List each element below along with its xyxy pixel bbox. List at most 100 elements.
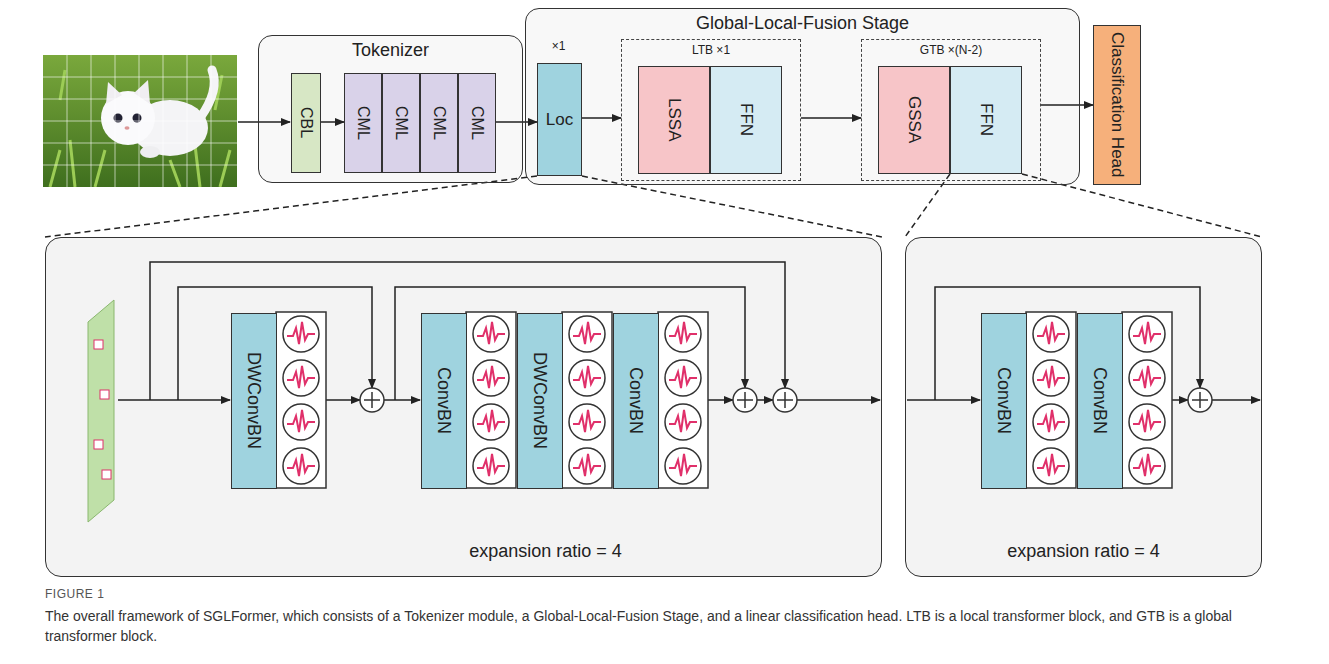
conv-block: DWConvBN — [231, 313, 277, 489]
activation-column-part — [1129, 360, 1165, 396]
conv-block: ConvBN — [421, 313, 467, 489]
block-label: DWConvBN — [244, 352, 265, 449]
cml-block: CML — [382, 73, 420, 173]
activation-column-part — [1129, 404, 1165, 440]
group-title: expansion ratio = 4 — [469, 541, 622, 562]
activation-column-part — [473, 404, 509, 440]
block-label: ConvBN — [434, 367, 455, 434]
feature-map-part — [94, 440, 103, 449]
add-symbol-part — [737, 392, 753, 408]
block-label: CML — [392, 106, 410, 140]
caption-holder: The overall framework of SGLFormer, whic… — [45, 606, 1285, 646]
block-label: DWConvBN — [530, 352, 551, 449]
ffn-block: FFN — [950, 66, 1022, 174]
activation-column-part — [473, 448, 509, 484]
activation-column-part — [665, 316, 701, 352]
flow-arrow — [582, 117, 621, 119]
block-wiring-part — [1172, 399, 1188, 401]
flow-arrow — [1041, 104, 1093, 106]
input-arrow — [238, 121, 290, 123]
block-wiring-part — [326, 399, 360, 401]
add-symbol-part — [360, 388, 384, 412]
flow-arrow — [321, 121, 344, 123]
activation-column-part — [1122, 312, 1172, 488]
group-title: Global-Local-Fusion Stage — [696, 13, 909, 34]
kitten-photo-part — [106, 80, 150, 104]
block-label: Loc — [546, 110, 573, 130]
activation-column-part — [276, 312, 326, 488]
local-transformer-block: LTB ×1 LSSAFFN — [621, 39, 801, 181]
activation-column-part — [473, 316, 509, 352]
flow-arrow — [496, 121, 537, 123]
activation-column-part — [1033, 316, 1069, 352]
block-label: ConvBN — [994, 367, 1015, 434]
conv-block: ConvBN — [981, 313, 1027, 489]
panel-fill — [905, 237, 1262, 577]
activation-column-part — [569, 360, 605, 396]
conv-block: DWConvBN — [517, 313, 563, 489]
cml-block: CML — [420, 73, 458, 173]
block-wiring-part — [384, 399, 420, 401]
block-label: ConvBN — [626, 367, 647, 434]
conv-block: ConvBN — [1077, 313, 1123, 489]
feature-map — [88, 300, 114, 522]
conv-block: ConvBN — [613, 313, 659, 489]
block-wiring-part — [118, 399, 230, 401]
figure-caption: The overall framework of SGLFormer, whic… — [45, 606, 1285, 646]
block-label: CML — [354, 106, 372, 140]
block-label: CML — [430, 106, 448, 140]
block-label: FFN — [976, 103, 996, 136]
group-title: Tokenizer — [352, 40, 429, 61]
module-fill — [258, 35, 523, 183]
block-label: CML — [468, 106, 486, 140]
activation-column-part — [562, 312, 612, 488]
kitten-photo-part — [125, 126, 130, 130]
activation-column-part — [1033, 448, 1069, 484]
add-symbol-part — [733, 388, 757, 412]
figure-number: FIGURE 1 — [45, 588, 345, 602]
tokenizer-module: TokenizerCBL CML CML CML CML — [258, 35, 523, 183]
kitten-photo — [43, 55, 237, 187]
activation-column-part — [283, 316, 319, 352]
group-title: LTB ×1 — [692, 44, 730, 58]
flow-arrow — [801, 117, 861, 119]
classification-head: Classification Head — [1093, 25, 1141, 185]
zoom-line — [905, 174, 1262, 237]
kitten-photo-part — [140, 146, 160, 158]
add-symbol-part — [364, 392, 380, 408]
group-title: expansion ratio = 4 — [1007, 541, 1160, 562]
cml-block: CML — [344, 73, 382, 173]
cml-block: CML — [458, 73, 496, 173]
activation-column-part — [658, 312, 708, 488]
activation-column-part — [665, 448, 701, 484]
activation-column-part — [1033, 360, 1069, 396]
block-label: GSSA — [904, 96, 924, 143]
global-transformer-block: GTB ×(N-2)GSSAFFN — [861, 39, 1041, 181]
kitten-photo-part — [43, 55, 237, 187]
activation-column-part — [569, 448, 605, 484]
block-label: Classification Head — [1107, 32, 1127, 178]
activation-column-part — [1026, 312, 1076, 488]
block-label: CBL — [297, 107, 315, 138]
activation-column-part — [665, 360, 701, 396]
repeat-count: ×1 — [536, 40, 581, 54]
add-symbol-part — [777, 392, 793, 408]
activation-column-part — [569, 404, 605, 440]
ffn-block: FFN — [710, 66, 782, 174]
activation-column-part — [1033, 404, 1069, 440]
kitten-photo-part — [50, 70, 230, 187]
cbl-block: CBL — [291, 73, 321, 173]
add-symbol-part — [1188, 388, 1212, 412]
attention-block: GSSA — [878, 66, 950, 174]
activation-column-part — [1129, 316, 1165, 352]
activation-column-part — [473, 360, 509, 396]
add-symbol-part — [1192, 392, 1208, 408]
fusion-stage: Global-Local-Fusion StageLocLTB ×1LSSAFF… — [525, 8, 1080, 185]
block-wiring-part — [907, 399, 980, 401]
block-wiring-part — [708, 399, 733, 401]
figure-number-holder: FIGURE 1 — [45, 588, 345, 602]
activation-column-part — [283, 448, 319, 484]
attention-block: LSSA — [638, 66, 710, 174]
